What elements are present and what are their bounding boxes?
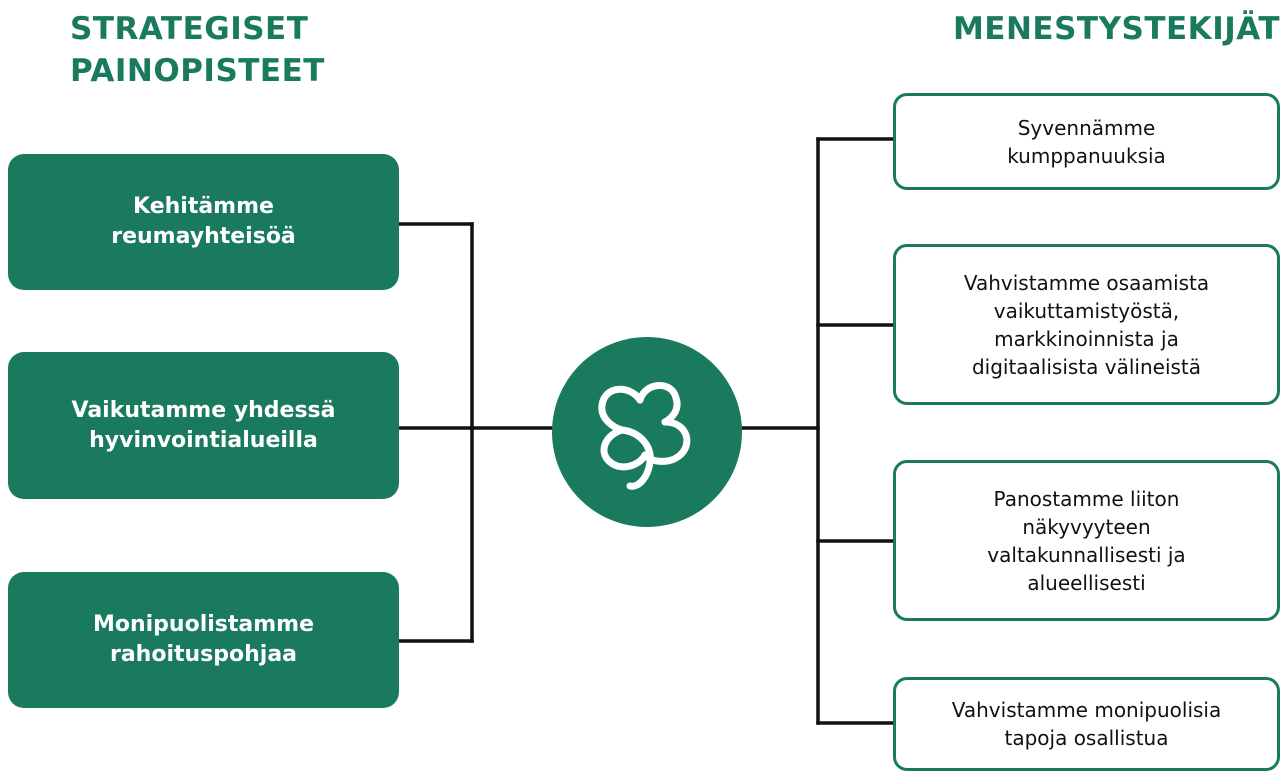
priority-box: Monipuolistamme rahoituspohjaa [8, 572, 399, 708]
leaf-logo-icon [598, 382, 691, 490]
center-logo [552, 337, 742, 527]
success-factor-box: Syvennämme kumppanuuksia [893, 93, 1280, 190]
priority-box: Kehitämme reumayhteisöä [8, 154, 399, 290]
success-factor-box: Vahvistamme monipuolisia tapoja osallist… [893, 677, 1280, 771]
success-factor-box: Vahvistamme osaamista vaikuttamistyöstä,… [893, 244, 1280, 405]
priority-label: Vaikutamme yhdessä hyvinvointialueilla [71, 397, 336, 453]
priority-box: Vaikutamme yhdessä hyvinvointialueilla [8, 352, 399, 499]
strategic-priorities-heading: STRATEGISET PAINOPISTEET [70, 11, 325, 89]
success-factors-heading: MENESTYSTEKIJÄT [952, 11, 1280, 47]
success-factor-box: Panostamme liiton näkyvyyteen valtakunna… [893, 460, 1280, 621]
priority-label: Kehitämme reumayhteisöä [111, 194, 296, 249]
priority-label: Monipuolistamme rahoituspohjaa [92, 612, 315, 667]
